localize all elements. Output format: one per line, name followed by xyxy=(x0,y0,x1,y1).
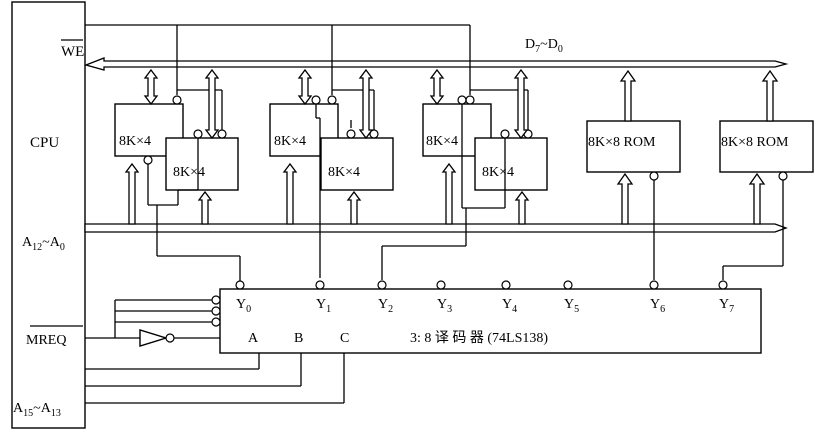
rom-chip-1 xyxy=(586,120,681,173)
we-bubble-3a xyxy=(465,95,475,105)
decoder-block xyxy=(219,288,762,354)
decoder-outputs: Y0 Y1 Y2 Y3 Y4 Y5 Y6 Y7 xyxy=(235,280,734,315)
cs-bubble-3b xyxy=(500,129,510,139)
ram-chip-2b-label: 8K×4 xyxy=(328,165,360,180)
data-arrow-1a xyxy=(143,68,159,106)
ram-chip-1a-label: 8K×4 xyxy=(119,134,151,149)
cpu-label: CPU xyxy=(30,135,59,151)
rom-chip-1-label: 8K×8 ROM xyxy=(588,135,656,150)
cs-bubble-1a xyxy=(143,155,153,165)
cs-bubble-2b xyxy=(346,129,356,139)
ram-chip-1b xyxy=(165,137,239,191)
addr-arrow-1b xyxy=(197,190,213,225)
rom-2-cs-bubble xyxy=(778,171,788,181)
decoder-output-label-4: Y4 xyxy=(502,297,517,315)
ram-group-2: 8K×4 8K×4 xyxy=(269,68,394,278)
decoder-g-bubble-3 xyxy=(211,317,221,327)
ram-chip-3b xyxy=(474,137,548,191)
ram-chip-2b xyxy=(320,137,394,191)
rom-1-addr-arrow xyxy=(616,172,634,225)
addr-low-label: A12~A0 xyxy=(22,235,65,253)
data-bus-label: D7~D0 xyxy=(525,37,563,55)
address-bus-arrow xyxy=(84,223,788,233)
we-label: WE xyxy=(61,44,84,60)
inverter-gate xyxy=(139,329,169,347)
rom-1-data-arrow xyxy=(619,69,637,122)
addr-high-label: A15~A13 xyxy=(13,401,61,419)
decoder-input-a: A xyxy=(248,331,259,346)
cs-bubble-2a xyxy=(311,95,321,105)
decoder-output-bubble-4 xyxy=(501,280,511,290)
data-arrow-1b xyxy=(204,68,220,140)
cpu-block xyxy=(11,1,86,429)
addr-arrow-3a xyxy=(441,162,457,225)
we-bubble-1b xyxy=(217,129,227,139)
decoder-output-bubble-0 xyxy=(235,280,245,290)
we-bubble-2b xyxy=(369,129,379,139)
addr-arrow-1a xyxy=(124,162,140,225)
mreq-label: MREQ xyxy=(26,333,66,348)
decoder-output-label-1: Y1 xyxy=(316,297,331,315)
addr-arrow-2b xyxy=(346,190,362,225)
data-bus-arrow xyxy=(83,57,789,71)
addr-arrow-3b xyxy=(514,190,530,225)
decoder-output-bubble-1 xyxy=(315,280,325,290)
we-bubble-1a xyxy=(172,95,182,105)
we-bubble-2a xyxy=(327,95,337,105)
decoder: Y0 Y1 Y2 Y3 Y4 Y5 Y6 Y7 A B C 3: 8 译 码 器 (74LS1… xyxy=(211,280,762,354)
decoder-g-bubble-2 xyxy=(211,306,221,316)
ram-chip-3b-label: 8K×4 xyxy=(482,165,514,180)
decoder-input-b: B xyxy=(294,331,303,346)
data-arrow-3b xyxy=(513,68,529,140)
rom-chip-2-label: 8K×8 ROM xyxy=(721,135,789,150)
data-arrow-2b xyxy=(358,68,374,140)
decoder-output-label-3: Y3 xyxy=(437,297,452,315)
rom-1-cs-bubble xyxy=(649,171,659,181)
decoder-title: 3: 8 译 码 器 (74LS138) xyxy=(410,330,548,346)
cs-bubble-3a xyxy=(457,95,467,105)
cs-bubble-1b xyxy=(193,129,203,139)
rom-1: 8K×8 ROM xyxy=(586,69,681,280)
decoder-output-bubble-5 xyxy=(563,280,573,290)
decoder-output-label-7: Y7 xyxy=(719,297,734,315)
decoder-output-label-6: Y6 xyxy=(650,297,665,315)
decoder-output-bubble-2 xyxy=(377,280,387,290)
data-arrow-3a xyxy=(429,68,445,106)
inverter-bubble xyxy=(165,333,175,343)
data-arrow-2a xyxy=(297,68,313,106)
ram-group-3: 8K×4 8K×4 xyxy=(381,68,548,280)
ram-chip-3a-label: 8K×4 xyxy=(426,134,458,149)
decoder-output-bubble-7 xyxy=(718,280,728,290)
decoder-output-bubble-6 xyxy=(649,280,659,290)
addr-arrow-2a xyxy=(282,162,298,225)
decoder-g-bubble-1 xyxy=(211,295,221,305)
rom-2-data-arrow xyxy=(761,69,779,122)
decoder-output-label-5: Y5 xyxy=(564,297,579,315)
ram-group-1: 8K×4 8K×4 xyxy=(114,68,241,284)
rom-chip-2 xyxy=(719,120,814,173)
ram-chip-1b-label: 8K×4 xyxy=(173,165,205,180)
rom-2: 8K×8 ROM xyxy=(719,69,814,280)
ram-chip-2a-label: 8K×4 xyxy=(274,134,306,149)
rom-2-addr-arrow xyxy=(748,172,766,225)
decoder-output-bubble-3 xyxy=(436,280,446,290)
decoder-output-label-2: Y2 xyxy=(378,297,393,315)
decoder-output-label-0: Y0 xyxy=(236,297,251,315)
decoder-input-c: C xyxy=(340,331,349,346)
